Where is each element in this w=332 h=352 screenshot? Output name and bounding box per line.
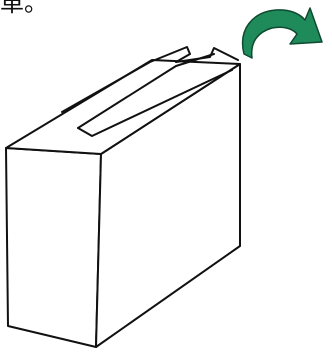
curved-arrow-right-icon xyxy=(241,7,323,59)
box-outline-icon xyxy=(5,46,241,348)
caption-fragment: 革。 xyxy=(0,0,48,17)
box-flap-line xyxy=(61,46,191,113)
box-flap-inner xyxy=(77,53,215,129)
curved-arrow-shape xyxy=(241,7,323,59)
box-flap-line-2 xyxy=(175,47,239,63)
box-front-face xyxy=(5,147,102,348)
box-flap-lower xyxy=(77,69,233,137)
